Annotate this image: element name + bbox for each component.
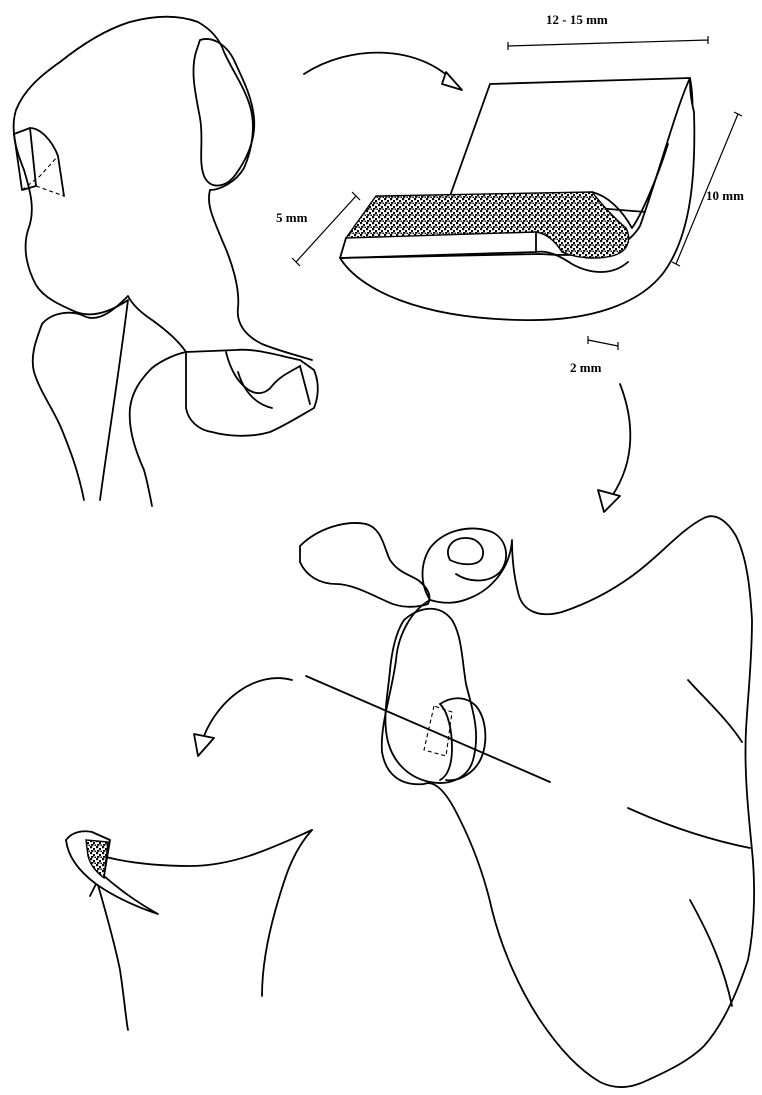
cut-plane-line	[306, 676, 550, 782]
tibia-shaft-left	[33, 324, 84, 500]
width-range-label: 12 - 15 mm	[546, 12, 608, 27]
graft-wedge-edge	[90, 884, 96, 896]
arrow-to-graft	[304, 53, 462, 90]
scapula-crease-2	[628, 808, 750, 848]
scapula-drawing	[300, 516, 754, 1087]
dimension-thickness: 5 mm	[276, 192, 360, 266]
plateau-inner-fold-2	[238, 366, 310, 408]
cancellous-bone-strip	[346, 192, 629, 258]
humerus-right-shaft	[262, 830, 312, 996]
osteochondral-graft	[340, 78, 694, 320]
arrowhead-icon	[442, 72, 462, 90]
arrow-to-scapula	[598, 384, 630, 512]
thickness-label: 5 mm	[276, 210, 308, 225]
femur-outline	[14, 17, 312, 500]
tibial-plateau-block	[186, 350, 318, 436]
depth-label: 10 mm	[706, 188, 744, 203]
graft-site-dashed-back	[22, 156, 64, 196]
glenoid-face	[385, 609, 476, 783]
graft-site-outline	[14, 128, 36, 190]
arrowhead-icon	[194, 734, 214, 756]
coracoid-outline	[300, 523, 430, 607]
knee-joint-drawing	[14, 17, 318, 506]
scapula-crease-1	[688, 680, 742, 742]
arrowhead-icon	[598, 490, 620, 512]
humeral-head-drawing	[66, 830, 312, 1030]
dimension-width: 12 - 15 mm	[508, 12, 708, 50]
acromion-inner	[448, 538, 483, 564]
recipient-cylinder	[440, 698, 485, 780]
scapula-body-outline	[382, 516, 754, 1087]
scapula-crease-3	[690, 900, 732, 1006]
recipient-socket-dashed	[424, 706, 452, 756]
cartilage-label: 2 mm	[570, 360, 602, 375]
recipient-cylinder-inner	[440, 704, 452, 780]
graft-wedge	[66, 831, 158, 914]
dimension-cartilage: 2 mm	[570, 336, 618, 375]
arrow-to-defect	[194, 678, 292, 756]
